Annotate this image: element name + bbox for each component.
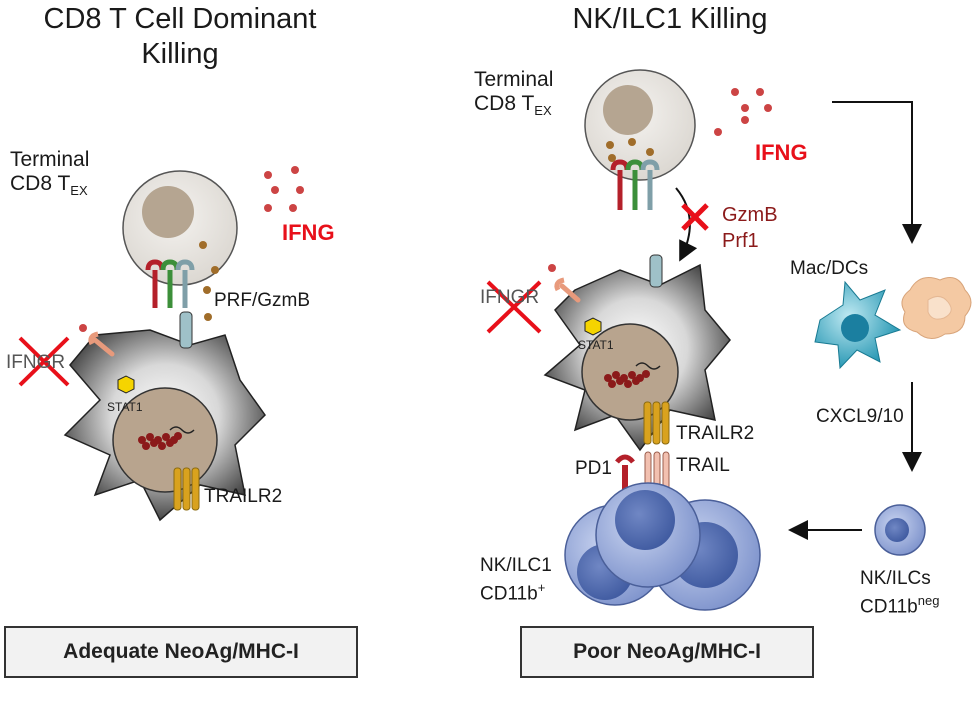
right-prf1-label: Prf1 — [722, 230, 759, 252]
left-prf-gzmb-label: PRF/GzmB — [214, 290, 311, 311]
right-ifngr-receptor — [554, 277, 581, 303]
right-gzmb-prf1-label: GzmB Prf1 — [722, 202, 778, 254]
arrow-ifng-to-macdcs — [832, 101, 922, 244]
left-title-line1: CD8 T Cell Dominant — [43, 3, 317, 35]
left-ifng-particles — [264, 166, 304, 212]
dendritic-cell — [814, 280, 902, 370]
nk-ilc-small-cell — [874, 504, 926, 556]
nk-ilc1-cluster — [564, 482, 761, 611]
nk-ilc1-label: NK/ILC1 CD11b+ — [480, 555, 552, 605]
left-mhc-receptor — [179, 311, 193, 349]
left-tumor-cell — [18, 311, 266, 522]
right-ifng-label: IFNG — [755, 140, 808, 165]
right-stat1-label: STAT1 — [578, 338, 614, 352]
left-dna-icon — [138, 426, 195, 450]
right-title: NK/ILC1 Killing — [572, 3, 768, 35]
left-trailr2-receptor — [173, 467, 200, 511]
left-tcr-receptors — [145, 259, 195, 308]
right-trailr2-receptor — [643, 401, 670, 445]
right-ifngr-cross-b — [486, 280, 542, 334]
right-ifng-particle — [548, 264, 556, 272]
cxcl-label: CXCL9/10 — [816, 406, 904, 427]
macrophage-cell — [901, 277, 972, 339]
left-title-line2: Killing — [141, 38, 219, 70]
right-dna-icon — [604, 362, 661, 388]
right-ifng-particles — [714, 88, 772, 136]
right-tcell-label-line2: CD8 T — [474, 92, 535, 115]
right-gzmb-label: GzmB — [722, 204, 778, 226]
left-tcell-label: Terminal CD8 TEX — [10, 148, 89, 203]
nk-ilcs-label: NK/ILCs CD11bneg — [860, 568, 939, 618]
right-tcell-label: Terminal CD8 TEX — [474, 68, 553, 123]
blocked-cross-b — [681, 203, 709, 231]
nk-ilc1-label-line1: NK/ILC1 — [480, 555, 552, 576]
left-stat1-hexagon — [117, 375, 135, 394]
left-ifng-particle — [79, 324, 87, 332]
right-tumor-cell — [486, 254, 731, 452]
right-pd1-label: PD1 — [575, 458, 612, 479]
right-mhc-receptor — [649, 254, 663, 288]
nk-ilc1-label-line2: CD11b — [480, 583, 538, 605]
left-ifngr-label: IFNGR — [6, 352, 66, 373]
left-tcell-label-sub: EX — [70, 183, 88, 199]
left-ifng-label: IFNG — [282, 220, 335, 245]
right-trail-label: TRAIL — [676, 455, 730, 476]
nk-ilcs-label-line1: NK/ILCs — [860, 568, 931, 589]
left-trailr2-label: TRAILR2 — [204, 486, 283, 507]
left-tcell — [122, 170, 238, 321]
nk-ilcs-label-line2: CD11b — [860, 596, 918, 618]
left-tcell-label-line1: Terminal — [10, 148, 90, 171]
left-stat1-label: STAT1 — [107, 400, 143, 414]
right-trailr2-label: TRAILR2 — [676, 423, 755, 444]
right-tcell-label-line1: Terminal — [474, 68, 554, 91]
right-stat1-hexagon — [584, 317, 602, 336]
left-ifngr-cross-b — [18, 336, 70, 387]
right-condition-box: Poor NeoAg/MHC-I — [520, 626, 814, 678]
right-ifngr-label: IFNGR — [480, 287, 540, 308]
left-condition-box: Adequate NeoAg/MHC-I — [4, 626, 358, 678]
left-title: CD8 T Cell Dominant Killing — [0, 2, 360, 72]
mac-dcs-label: Mac/DCs — [790, 258, 869, 279]
nk-ilcs-label-sup: neg — [917, 593, 940, 608]
right-tcr-receptors — [610, 159, 660, 210]
left-ifngr-receptor — [88, 331, 115, 357]
right-tcell — [584, 69, 696, 210]
nk-ilc1-label-sup: + — [537, 580, 546, 595]
right-tcell-label-sub: EX — [534, 103, 552, 119]
left-tcell-label-line2: CD8 T — [10, 172, 71, 195]
